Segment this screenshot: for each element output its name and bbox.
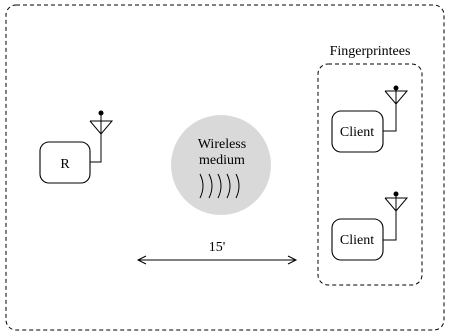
client-label: Client <box>340 233 374 248</box>
router-label: R <box>60 157 70 172</box>
router-antenna-icon <box>89 110 114 163</box>
distance-arrow <box>136 255 298 265</box>
radio-waves-icon <box>199 173 240 199</box>
client-label: Client <box>340 125 374 140</box>
distance-label: 15' <box>209 240 226 255</box>
client-antenna-icon <box>383 191 409 241</box>
medium-label-line1: Wireless <box>198 137 246 152</box>
fingerprintees-group <box>317 63 423 286</box>
medium-label-line2: medium <box>199 153 245 168</box>
wireless-medium <box>171 115 271 215</box>
outer-boundary <box>5 4 445 331</box>
client-antenna-icon <box>383 85 409 132</box>
group-label: Fingerprintees <box>330 44 411 59</box>
